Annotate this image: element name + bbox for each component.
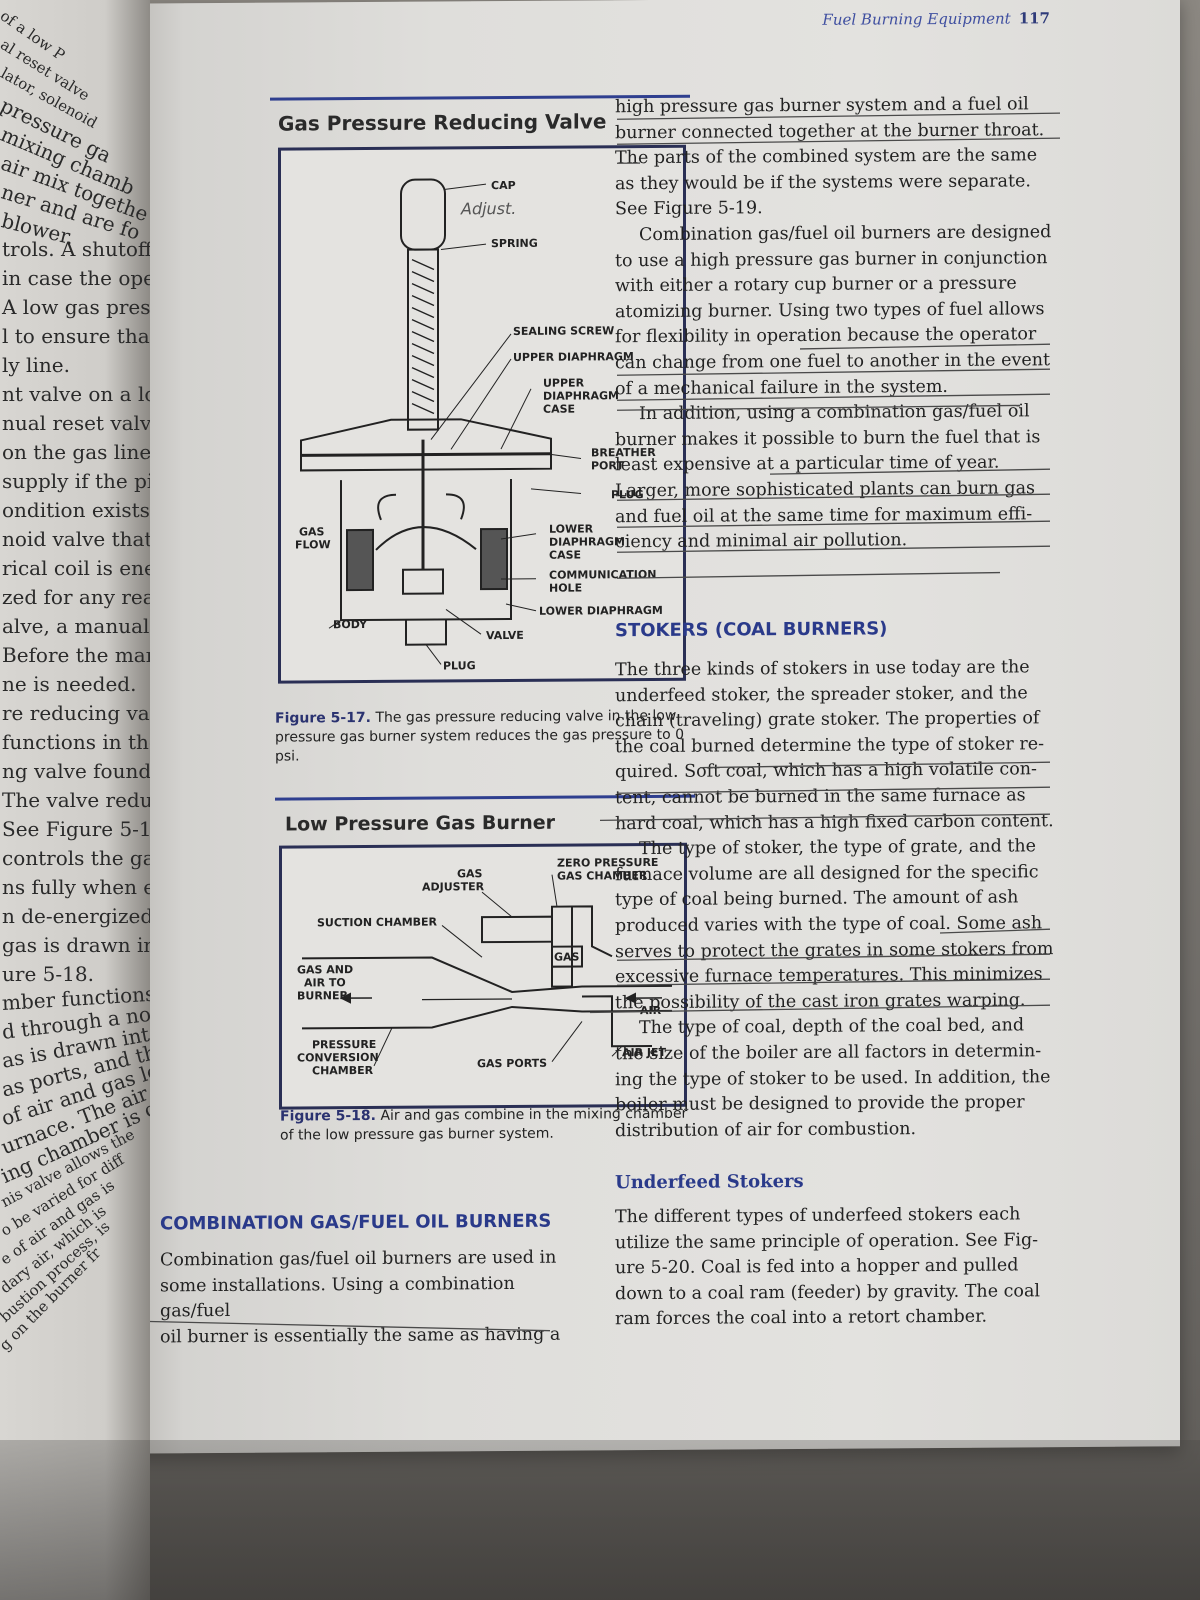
label-lower-diaphragm: LOWER DIAPHRAGM (539, 604, 663, 618)
label-communication-hole-2: HOLE (549, 581, 582, 594)
label-suction-chamber: SUCTION CHAMBER (317, 915, 438, 929)
body-flange-right (480, 527, 508, 591)
gas-box (551, 945, 583, 968)
left-page-fragment: re reducing valve (2, 701, 150, 725)
left-page-fragment: Before the manual (2, 643, 150, 667)
label-zero-pressure-2: GAS CHAMBER (557, 869, 648, 883)
label-air-jet: AIR JET (622, 1046, 667, 1059)
low-pressure-gas-burner-diagram: GAS ADJUSTER ZERO PRESSURE GAS CHAMBER S… (297, 856, 672, 1077)
label-breather-port-2: PORT (591, 459, 624, 472)
left-page-fragment: on the gas line to (2, 440, 150, 464)
label-gas-flow-2: FLOW (295, 538, 331, 551)
label-upper-diaphragm-case-2: DIAPHRAGM (543, 389, 619, 403)
label-breather-port-1: BREATHER (591, 446, 656, 459)
left-page-fragment: ng valve found in th (2, 759, 150, 783)
spring-coil (411, 259, 435, 415)
left-page-fragment: noid valve that rem (2, 527, 150, 551)
left-page-fragment: nual reset valve. The (2, 411, 150, 435)
label-gas-box: GAS (554, 950, 580, 963)
valve-disc (402, 568, 444, 595)
label-body: BODY (333, 618, 368, 631)
upper-diaphragm-case (300, 418, 552, 472)
left-page-fragment: ly line. (2, 353, 70, 377)
label-gas-flow-1: GAS (299, 525, 325, 538)
left-page-fragment: n de-energized. Fro (2, 904, 150, 928)
label-lower-diaphragm-case-3: CASE (549, 548, 581, 561)
left-page-fragment: rical coil is energi (2, 556, 150, 580)
left-page-fragment: trols. A shutoff (2, 237, 150, 261)
left-page-fragment: ure 5-18. (2, 962, 94, 986)
label-gas-ports: GAS PORTS (477, 1057, 547, 1070)
label-plug-bottom: PLUG (443, 659, 476, 672)
label-upper-diaphragm: UPPER DIAPHRAGM (513, 350, 634, 364)
label-pressure-conversion-3: CHAMBER (312, 1064, 374, 1077)
label-sealing-screw: SEALING SCREW (513, 324, 614, 338)
label-lower-diaphragm-case-2: DIAPHRAGM (549, 535, 625, 549)
left-page-fragment: ns fully when ener (2, 875, 150, 899)
label-spring: SPRING (491, 237, 538, 250)
label-lower-diaphragm-case-1: LOWER (549, 522, 594, 535)
figure-5-17: Gas Pressure Reducing Valve (270, 94, 690, 765)
label-upper-diaphragm-case-3: CASE (543, 403, 575, 416)
left-page-fragment: See Figure 5-17. Th (2, 817, 150, 841)
gas-pressure-reducing-valve-diagram: CAP Adjust. SPRING SEALING SCREW UPPER D… (295, 178, 663, 672)
left-page-fragment: ne is needed. (2, 672, 137, 696)
figure-diagram-box: CAP Adjust. SPRING SEALING SCREW UPPER D… (278, 144, 686, 684)
left-page-fragment: zed for any reason (2, 585, 150, 609)
left-page-fragment: gas is drawn into th (2, 933, 150, 957)
left-page-fragment: A low gas press (2, 295, 150, 319)
figure-5-18: Low Pressure Gas Burner (275, 794, 695, 1178)
left-page-fragment: The valve reduces t (2, 788, 150, 812)
left-page-fragment: nt valve on a lo (2, 382, 150, 406)
label-plug-right: PLUG (611, 488, 644, 501)
burner-top-wall (302, 956, 672, 993)
bottom-shadow (0, 1440, 1200, 1600)
label-pressure-conversion-1: PRESSURE (312, 1038, 376, 1051)
flow-arrow-1 (377, 493, 397, 521)
body-flange-left (346, 528, 374, 592)
handwritten-note: Adjust. (460, 199, 516, 218)
left-page-fragment: supply if the pilot (2, 469, 150, 493)
label-gas-air-1: GAS AND (297, 963, 353, 976)
upper-diaphragm-line (301, 452, 551, 457)
label-gas-air-3: BURNER (297, 989, 349, 1002)
valve-body (340, 478, 512, 622)
spring-housing (407, 248, 439, 431)
label-valve: VALVE (486, 629, 524, 642)
left-page-fragment: functions in the sam (2, 730, 150, 754)
figure-diagram-box: GAS ADJUSTER ZERO PRESSURE GAS CHAMBER S… (279, 842, 687, 1110)
label-upper-diaphragm-case-1: UPPER (543, 376, 585, 389)
pencil-underlines (149, 112, 1061, 1332)
left-page-fragment: l to ensure that (2, 324, 150, 348)
label-gas-air-2: AIR TO (304, 976, 346, 989)
label-gas-adjuster-1: GAS (457, 867, 483, 880)
left-page-fragment: alve, a manual lever (2, 614, 150, 638)
gas-chamber-wall (572, 905, 613, 958)
label-pressure-conversion-2: CONVERSION (297, 1051, 379, 1065)
label-air: AIR (640, 1004, 662, 1017)
left-page-fragment: ondition exists. The (2, 498, 150, 522)
left-page-fragment: in case the opera (2, 266, 150, 290)
flow-arrow-2 (445, 493, 465, 520)
left-page-fragment: controls the gas (2, 846, 150, 870)
label-cap: CAP (491, 179, 516, 192)
label-gas-adjuster-2: ADJUSTER (422, 880, 485, 893)
air-jet-nozzle (582, 995, 652, 1048)
label-zero-pressure-1: ZERO PRESSURE (557, 856, 658, 870)
